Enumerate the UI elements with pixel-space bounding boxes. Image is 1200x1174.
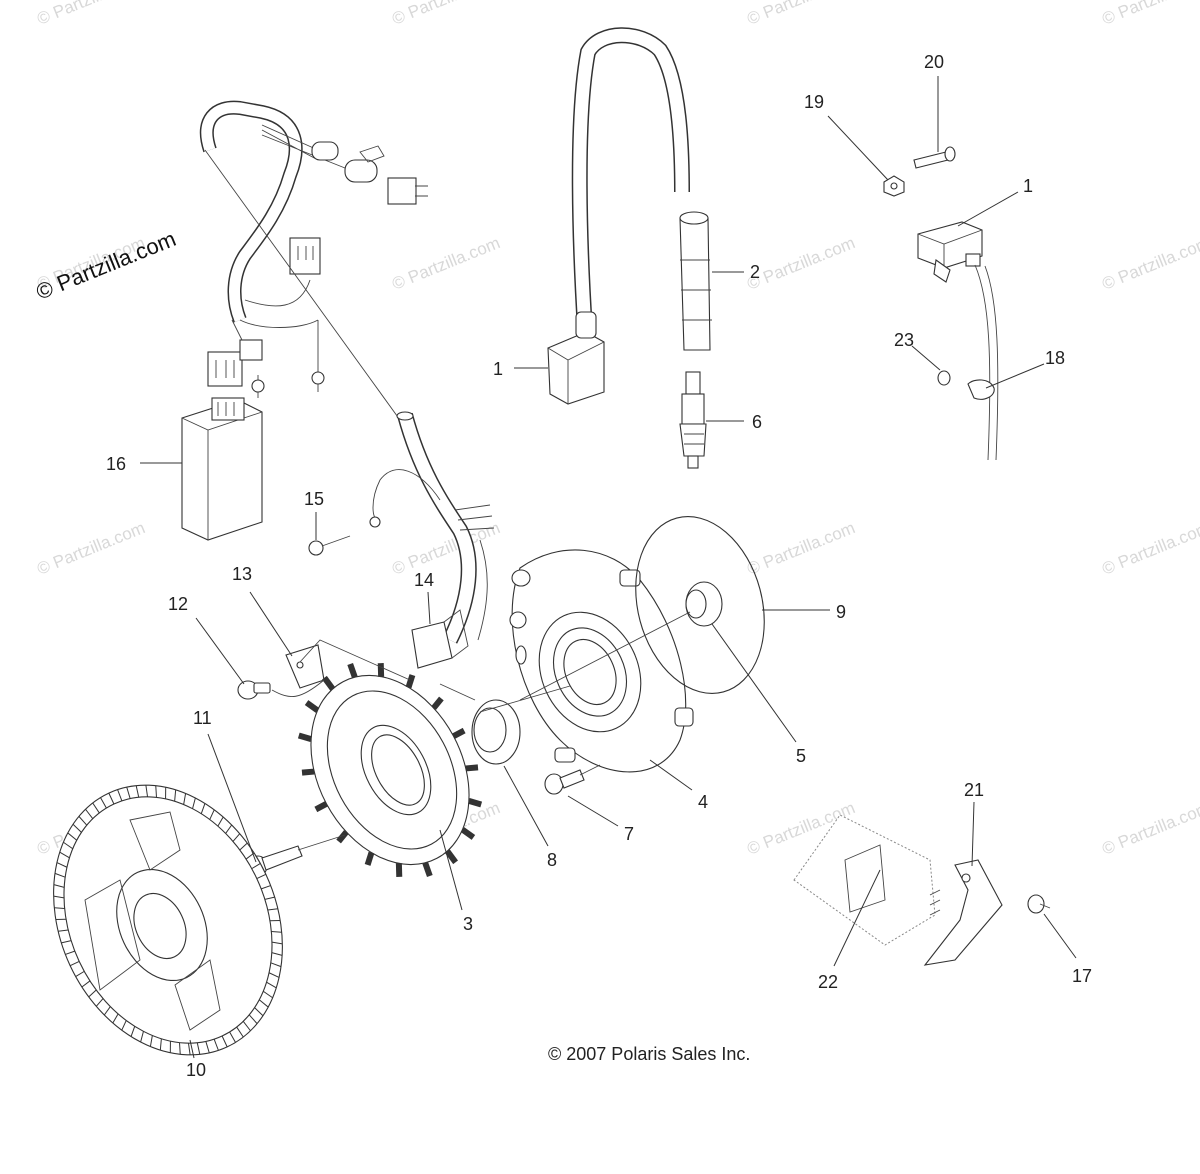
callout-19: 19: [804, 92, 824, 112]
callout-22: 22: [818, 972, 838, 992]
stator-tooth: [425, 863, 430, 876]
callout-9: 9: [836, 602, 846, 622]
watermark-tile: © Partzilla.com: [1099, 0, 1200, 29]
callout-12: 12: [168, 594, 188, 614]
callout-4: 4: [698, 792, 708, 812]
screw-23[interactable]: [938, 371, 950, 385]
watermark-tile: © Partzilla.com: [389, 233, 502, 294]
stator-tooth: [302, 772, 314, 773]
callout-5: 5: [796, 746, 806, 766]
wiring-harness[interactable]: [205, 108, 428, 420]
flywheel[interactable]: [11, 747, 325, 1092]
stator-tooth: [469, 801, 481, 805]
stator-plate[interactable]: [510, 550, 693, 772]
callout-7: 7: [624, 824, 634, 844]
watermark-tile: © Partzilla.com: [34, 518, 147, 579]
spark-plug-cap[interactable]: [680, 212, 712, 350]
watermark-tile: © Partzilla.com: [1099, 233, 1200, 294]
callout-11: 11: [193, 708, 212, 728]
callout-14: 14: [414, 570, 434, 590]
stator-tooth: [454, 731, 465, 737]
callout-8: 8: [547, 850, 557, 870]
watermark-tile: © Partzilla.com: [389, 0, 502, 29]
clamp-18[interactable]: [968, 380, 994, 399]
stator[interactable]: [279, 648, 500, 892]
callout-2: 2: [750, 262, 760, 282]
bolt-7[interactable]: [545, 770, 584, 794]
stator-tooth: [462, 830, 473, 838]
watermark-tile: © Partzilla.com: [34, 0, 147, 29]
watermark-tile: © Partzilla.com: [1099, 518, 1200, 579]
stator-tooth: [299, 736, 311, 740]
seal-8[interactable]: [472, 700, 520, 764]
stator-tooth: [316, 804, 327, 810]
stator-tooth: [368, 853, 372, 865]
watermark-tile: © Partzilla.com: [744, 0, 857, 29]
stator-tooth: [307, 703, 318, 711]
callout-21: 21: [964, 780, 984, 800]
watermark-tile: © Partzilla.com: [744, 518, 857, 579]
watermark-tile: © Partzilla.com: [1099, 798, 1200, 859]
copyright-notice: © 2007 Polaris Sales Inc.: [548, 1044, 750, 1064]
screw-15[interactable]: [309, 536, 350, 555]
watermark-tile: © Partzilla.com: [389, 518, 502, 579]
bolt-20[interactable]: [914, 147, 955, 168]
screw-17[interactable]: [1028, 895, 1050, 913]
spark-plug[interactable]: [680, 372, 706, 468]
callout-3: 3: [463, 914, 473, 934]
callout-23: 23: [894, 330, 914, 350]
callout-1-center: 1: [493, 359, 503, 379]
bracket-21[interactable]: [925, 860, 1002, 965]
bracket-13[interactable]: [286, 645, 324, 688]
callout-20: 20: [924, 52, 944, 72]
cdi-module[interactable]: [182, 398, 262, 540]
callout-6: 6: [752, 412, 762, 432]
callout-1-right: 1: [1023, 176, 1033, 196]
bolt-12[interactable]: [238, 681, 270, 699]
callout-18: 18: [1045, 348, 1065, 368]
stator-tooth: [409, 675, 413, 687]
callout-17: 17: [1072, 966, 1092, 986]
seal-5[interactable]: [686, 582, 722, 626]
ignition-coil-center[interactable]: [548, 35, 682, 404]
stator-tooth: [350, 664, 355, 677]
callout-15: 15: [304, 489, 324, 509]
callout-10: 10: [186, 1060, 206, 1080]
ignition-coil-right[interactable]: [918, 222, 998, 460]
stator-tooth: [324, 678, 332, 689]
stator-tooth: [466, 767, 478, 768]
partzilla-brand-watermark: © Partzilla.com: [33, 226, 180, 305]
watermark-tile: © Partzilla.com: [744, 233, 857, 294]
stator-tooth: [434, 699, 442, 709]
callout-13: 13: [232, 564, 252, 584]
voltage-regulator[interactable]: [794, 815, 940, 945]
callout-16: 16: [106, 454, 126, 474]
